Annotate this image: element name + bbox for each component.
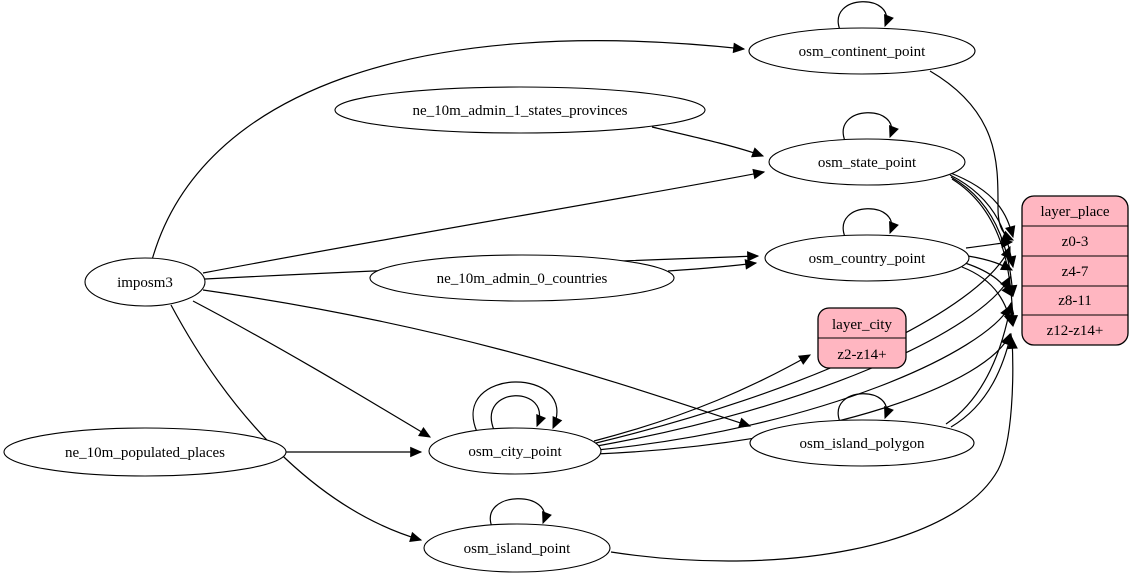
node-osm-island-polygon-shape [749, 419, 975, 467]
edge-osm-country-point-to-layer-place-z4-7 [967, 255, 1014, 271]
node-osm-continent-point-shape [748, 27, 976, 75]
node-ne-10m-admin-0-countries: ne_10m_admin_0_countries [369, 254, 675, 302]
self-loop-osm-city-point-inner [490, 395, 547, 431]
edge-osm-country-point-to-layer-place-z12-z14 [961, 266, 1014, 327]
edge-osm-country-point-to-layer-place-z8-11 [964, 262, 1013, 297]
node-osm-city-point: osm_city_point [428, 427, 602, 475]
node-osm-island-point-label: osm_island_point [464, 541, 572, 557]
edge-osm-city-point-to-layer-place-z8-11 [596, 304, 1011, 451]
node-imposm3: imposm3 [84, 257, 206, 307]
node-ne-10m-populated-places-shape [3, 427, 287, 477]
node-layer-city: layer_city z2-z14+ [817, 307, 907, 369]
edge-imposm3-to-osm-continent-point [151, 40, 746, 261]
self-loop-osm-island-polygon [837, 393, 894, 423]
node-imposm3-label: imposm3 [117, 275, 173, 291]
layer-place-row-z8-11: z8-11 [1058, 293, 1092, 309]
self-loop-osm-continent-point [837, 1, 894, 31]
node-osm-continent-point-label: osm_continent_point [799, 44, 926, 60]
edge-ne-10m-admin-0-to-osm-country-point [667, 259, 758, 272]
edge-imposm3-to-osm-city-point [192, 300, 432, 438]
node-osm-island-polygon: osm_island_polygon [749, 419, 975, 467]
edge-osm-state-point-to-layer-place-z0-3 [947, 171, 1016, 239]
node-ne-10m-admin-1-states-provinces: ne_10m_admin_1_states_provinces [334, 86, 706, 134]
node-osm-island-point-shape [423, 523, 611, 573]
edge-imposm3-to-osm-island-point [170, 304, 423, 543]
nodes: imposm3 ne_10m_admin_1_states_provinces … [3, 27, 1129, 573]
node-imposm3-shape [84, 257, 206, 307]
node-osm-country-point: osm_country_point [764, 234, 970, 282]
layer-place-row-z12-z14: z12-z14+ [1047, 323, 1104, 339]
edge-osm-city-point-to-layer-city-z2-z14 [593, 354, 812, 442]
layer-place-title: layer_place [1040, 204, 1109, 220]
layer-place-row-z0-3: z0-3 [1062, 234, 1089, 250]
node-osm-continent-point: osm_continent_point [748, 27, 976, 75]
node-layer-place-shape [1021, 195, 1129, 346]
edge-osm-country-point-to-layer-place-z0-3 [965, 237, 1014, 249]
edge-imposm3-to-osm-island-polygon [202, 289, 752, 428]
edge-osm-city-point-to-layer-place-z12-z14 [595, 332, 1011, 455]
node-osm-state-point-label: osm_state_point [818, 155, 917, 171]
self-loop-osm-city-point-outer [472, 381, 563, 433]
edge-ne-10m-admin-1-to-osm-state-point [651, 126, 765, 158]
edge-osm-island-polygon-to-layer-place-z8-11 [945, 301, 1015, 425]
layer-city-row-z2-z14: z2-z14+ [837, 347, 886, 363]
node-osm-city-point-label: osm_city_point [468, 444, 562, 460]
node-osm-country-point-label: osm_country_point [809, 251, 926, 267]
edge-imposm3-to-osm-state-point [202, 168, 766, 274]
self-loop-osm-island-point [489, 498, 552, 528]
layer-place-row-z4-7: z4-7 [1062, 264, 1089, 280]
node-ne-10m-admin-1-label: ne_10m_admin_1_states_provinces [413, 103, 628, 119]
node-ne-10m-admin-1-shape [334, 86, 706, 134]
node-osm-island-point: osm_island_point [423, 523, 611, 573]
node-osm-city-point-shape [428, 427, 602, 475]
node-osm-island-polygon-label: osm_island_polygon [799, 436, 925, 452]
node-ne-10m-populated-places-label: ne_10m_populated_places [65, 445, 225, 461]
node-osm-state-point-shape [768, 138, 966, 186]
node-layer-place: layer_place z0-3 z4-7 z8-11 z12-z14+ [1021, 195, 1129, 346]
node-osm-country-point-shape [764, 234, 970, 282]
node-ne-10m-admin-0-shape [369, 254, 675, 302]
self-loop-osm-state-point [842, 112, 899, 142]
self-loop-osm-country-point [842, 208, 899, 238]
node-ne-10m-admin-0-label: ne_10m_admin_0_countries [437, 271, 608, 287]
node-ne-10m-populated-places: ne_10m_populated_places [3, 427, 287, 477]
node-osm-state-point: osm_state_point [768, 138, 966, 186]
edge-osm-island-point-to-layer-place-z12-z14 [610, 336, 1018, 562]
edge-osm-state-point-to-layer-place-z4-7 [949, 174, 1017, 269]
edge-osm-state-point-to-layer-place-z8-11 [950, 176, 1018, 298]
layer-city-title: layer_city [832, 317, 892, 333]
